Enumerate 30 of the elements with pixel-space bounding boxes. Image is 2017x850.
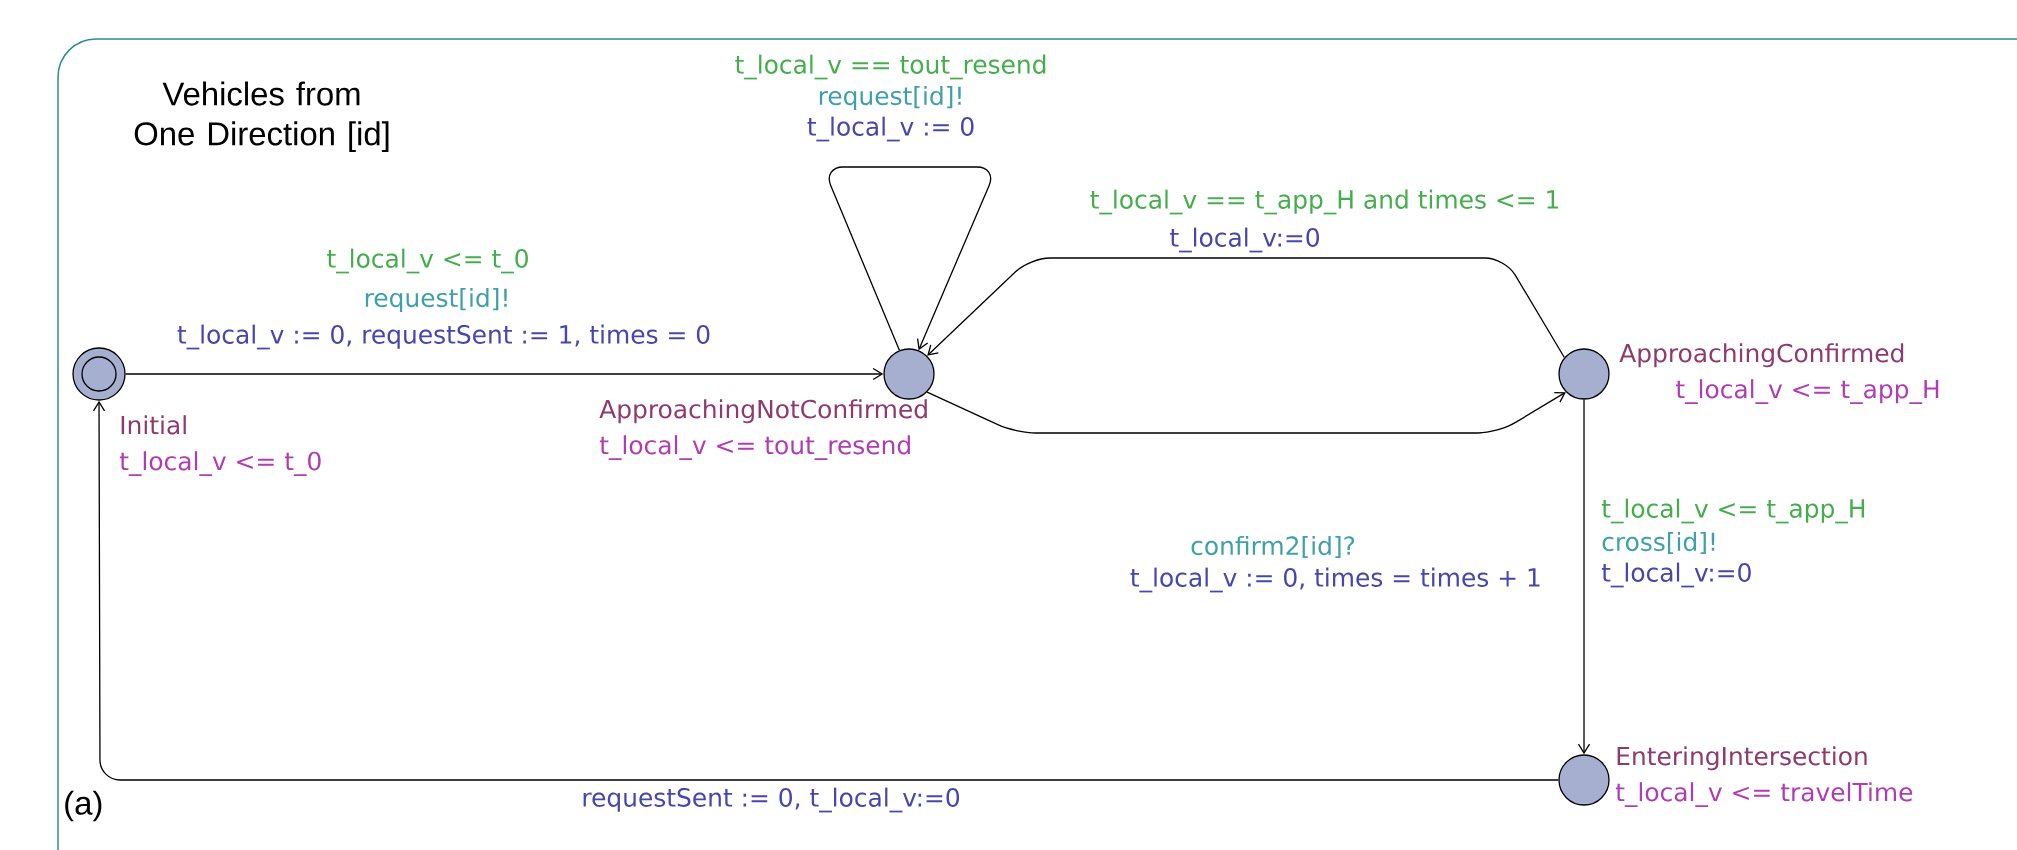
invariant-label: t_local_v <= t_0: [119, 451, 321, 476]
location-name: ApproachingConfirmed: [1619, 343, 1904, 368]
guard-label: t_local_v <= t_0: [325, 247, 531, 275]
transition-arrow: [125, 367, 884, 381]
sync-label: cross[id]!: [1600, 530, 1719, 556]
invariant-label: t_local_v <= travelTime: [1615, 782, 1913, 807]
update-label: t_local_v:=0: [1168, 226, 1322, 254]
guard-label: t_local_v == tout_resend: [733, 53, 1049, 81]
update-label: t_local_v := 0, times = times + 1: [1128, 566, 1543, 594]
location-name: ApproachingNotConfirmed: [599, 399, 927, 424]
guard-label: t_local_v <= t_app_H: [1600, 497, 1868, 525]
sync-label: request[id]!: [362, 286, 512, 314]
transition-arrow: [828, 166, 992, 351]
sync-label: confirm2[id]?: [1189, 534, 1357, 560]
update-label: t_local_v := 0, requestSent := 1, times = 0: [175, 323, 713, 351]
update-label: t_local_v:=0: [1600, 561, 1754, 589]
diagram-title: Vehicles from One Direction [id]: [134, 81, 389, 152]
transition-arrow: [1577, 399, 1591, 755]
transition-arrow: [927, 257, 1565, 359]
update-label: requestSent := 0, t_local_v:=0: [580, 786, 962, 814]
sync-label: request[id]!: [816, 84, 966, 112]
update-label: t_local_v := 0: [805, 115, 977, 143]
transition-arrow: [926, 391, 1566, 434]
guard-label: t_local_v == t_app_H and times <= 1: [1088, 188, 1562, 216]
invariant-label: t_local_v <= t_app_H: [1676, 379, 1939, 404]
panel-label: (a): [62, 789, 105, 823]
location-name: EnteringIntersection: [1617, 746, 1867, 771]
location-name: Initial: [121, 415, 186, 435]
invariant-label: t_local_v <= tout_resend: [599, 435, 910, 460]
transition-arrow: [92, 400, 1559, 781]
